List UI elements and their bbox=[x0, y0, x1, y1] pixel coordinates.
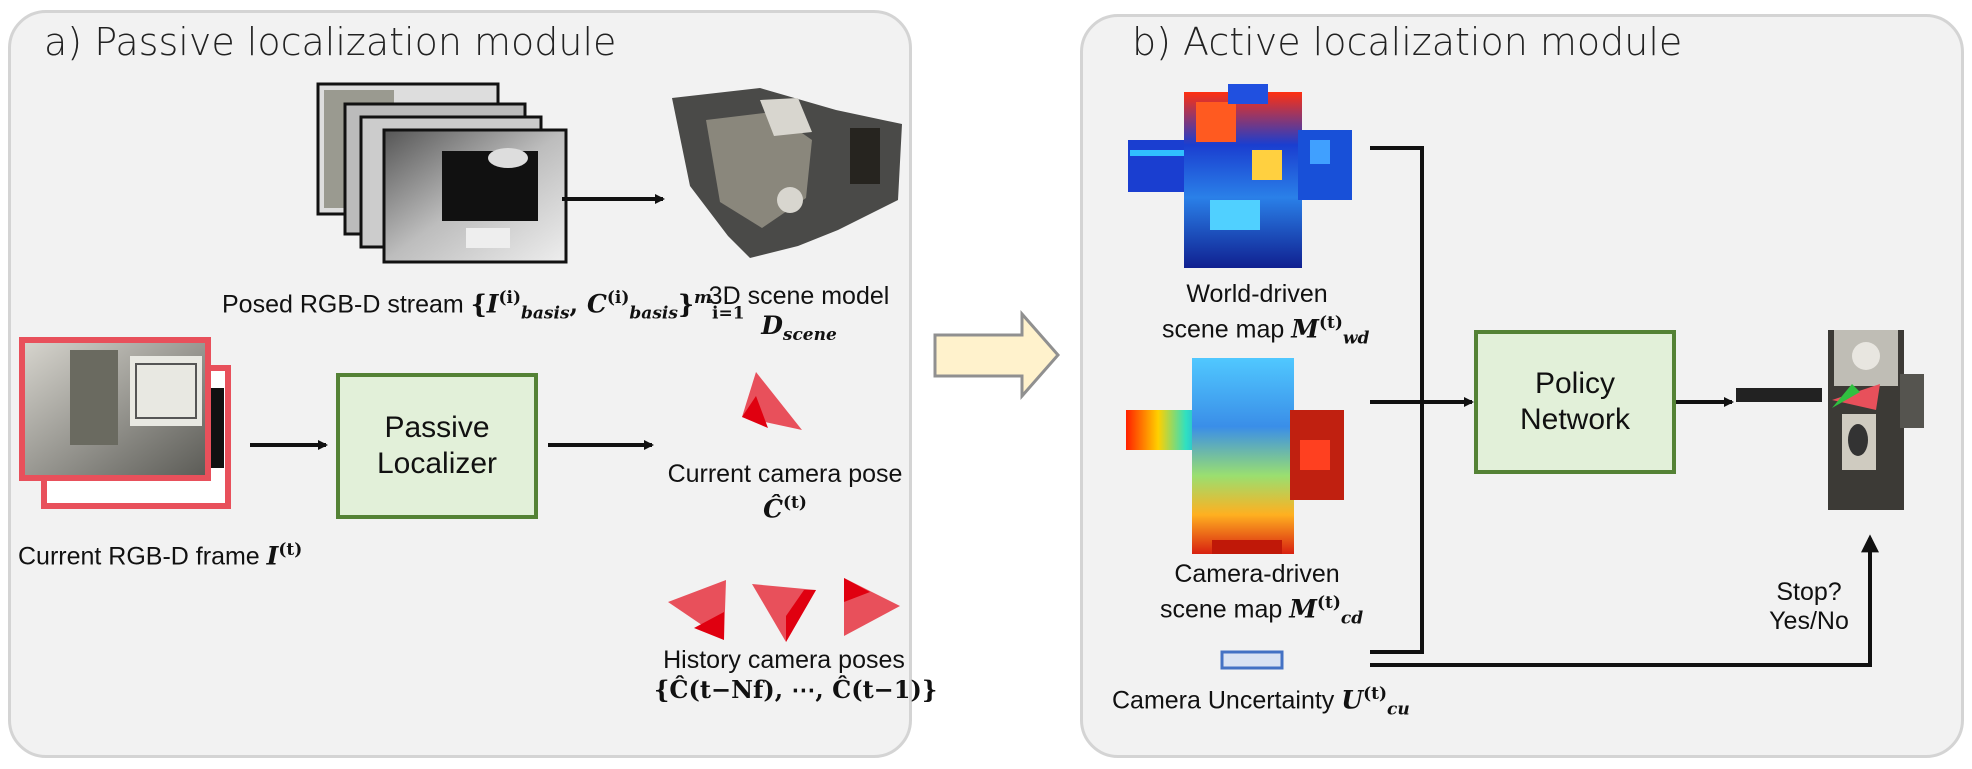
posed-rgbd-stream-label: Posed RGB-D stream {I(i)basis, C(i)basis… bbox=[222, 288, 745, 324]
current-rgbd-frame-label: Current RGB-D frame I(t) bbox=[18, 540, 303, 571]
camera-driven-map-label: Camera-driven scene map M(t)cd bbox=[1160, 560, 1364, 629]
current-camera-pose-label: Current camera pose Ĉ(t) bbox=[667, 460, 903, 524]
scene-model-image bbox=[672, 88, 902, 258]
panel-b-title: b) Active localization module bbox=[1132, 20, 1683, 64]
action-output-image bbox=[1736, 330, 1924, 510]
camera-driven-map-image bbox=[1126, 358, 1344, 554]
history-camera-poses-icon bbox=[668, 578, 900, 642]
posed-rgbd-stream-image bbox=[316, 82, 568, 264]
world-driven-map-image bbox=[1128, 84, 1352, 268]
camera-uncertainty-label: Camera Uncertainty U(t)cu bbox=[1112, 684, 1410, 720]
world-driven-map-label: World-driven scene map M(t)wd bbox=[1162, 280, 1370, 349]
transition-arrow bbox=[933, 310, 1060, 400]
current-rgbd-frame-image bbox=[19, 337, 231, 509]
uncertainty-bar bbox=[1220, 650, 1284, 670]
panel-a-title: a) Passive localization module bbox=[44, 20, 617, 64]
history-camera-poses-label: History camera poses {Ĉ(t−Nf), ⋯, Ĉ(t−1)… bbox=[654, 646, 938, 704]
current-camera-pose-icon bbox=[742, 372, 802, 430]
stop-decision-label: Stop? Yes/No bbox=[1769, 578, 1849, 635]
scene-model-label: 3D scene model Dscene bbox=[708, 282, 890, 345]
uncertainty-to-stop-arrow bbox=[1370, 534, 1879, 667]
